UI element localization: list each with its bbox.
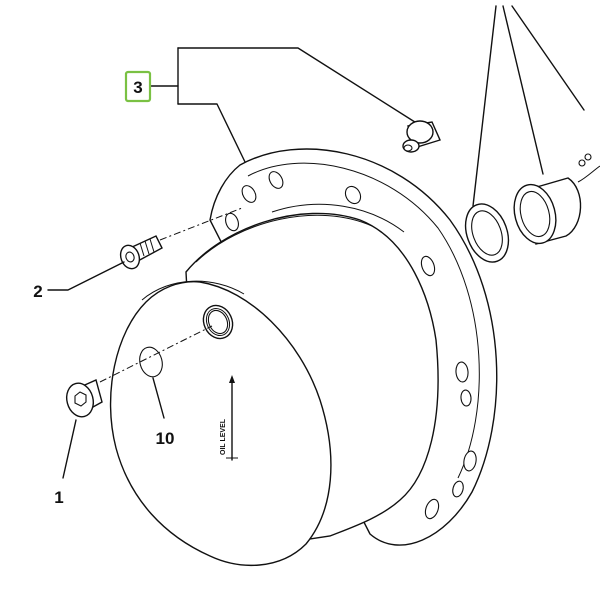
callout-3-label[interactable]: 3 <box>133 78 142 97</box>
top-right-leaders <box>472 5 585 207</box>
partial-part-right-edge <box>577 153 600 183</box>
callout-10-label[interactable]: 10 <box>156 429 175 448</box>
callout-2-leader <box>47 261 125 291</box>
fill-port <box>202 304 234 340</box>
callout-10-leader <box>152 377 165 419</box>
callout-3-highlight-box[interactable] <box>124 70 152 103</box>
o-ring <box>464 203 510 263</box>
small-plug <box>402 120 441 153</box>
callout-3-bracket <box>150 47 419 165</box>
plug <box>65 379 103 418</box>
flange-bolt-holes <box>225 171 477 520</box>
callout-2-label[interactable]: 2 <box>33 282 42 301</box>
callout-1-label[interactable]: 1 <box>54 488 63 507</box>
screw <box>119 235 163 270</box>
centerline-plug <box>99 325 213 383</box>
housing-body <box>109 203 439 566</box>
oil-level-text: OIL LEVEL <box>220 418 227 455</box>
level-plug-hole <box>139 346 163 378</box>
callout-1-leader <box>62 419 77 479</box>
bushing <box>513 177 582 245</box>
oil-level-marking: OIL LEVEL <box>220 375 238 461</box>
